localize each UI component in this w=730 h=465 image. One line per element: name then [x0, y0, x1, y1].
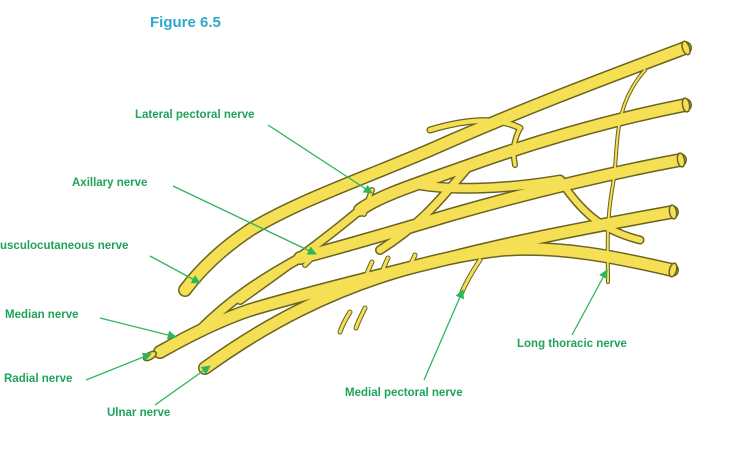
pointer-arrows — [85, 124, 608, 406]
arrow-median — [99, 317, 177, 340]
arrow-ulnar — [154, 365, 211, 406]
nerve-fills — [154, 42, 691, 374]
figure-title: Figure 6.5 — [150, 14, 221, 31]
arrow-axillary — [172, 185, 317, 255]
label-axillary-nerve: Axillary nerve — [72, 177, 148, 189]
label-ulnar-nerve: Ulnar nerve — [107, 407, 171, 419]
arrow-medial-pectoral — [423, 289, 464, 381]
arrow-musculocutaneous — [149, 255, 201, 284]
arrow-radial — [85, 352, 152, 381]
label-median-nerve: Median nerve — [5, 309, 79, 321]
nerve-outlines — [153, 41, 692, 375]
arrow-lateral-pectoral — [267, 124, 373, 194]
label-lateral-pectoral-nerve: Lateral pectoral nerve — [135, 109, 255, 121]
arrow-long-thoracic — [571, 269, 608, 336]
label-musculocutaneous-nerve: usculocutaneous nerve — [0, 240, 129, 252]
label-radial-nerve: Radial nerve — [4, 373, 73, 385]
label-long-thoracic-nerve: Long thoracic nerve — [517, 338, 627, 350]
label-medial-pectoral-nerve: Medial pectoral nerve — [345, 387, 463, 399]
